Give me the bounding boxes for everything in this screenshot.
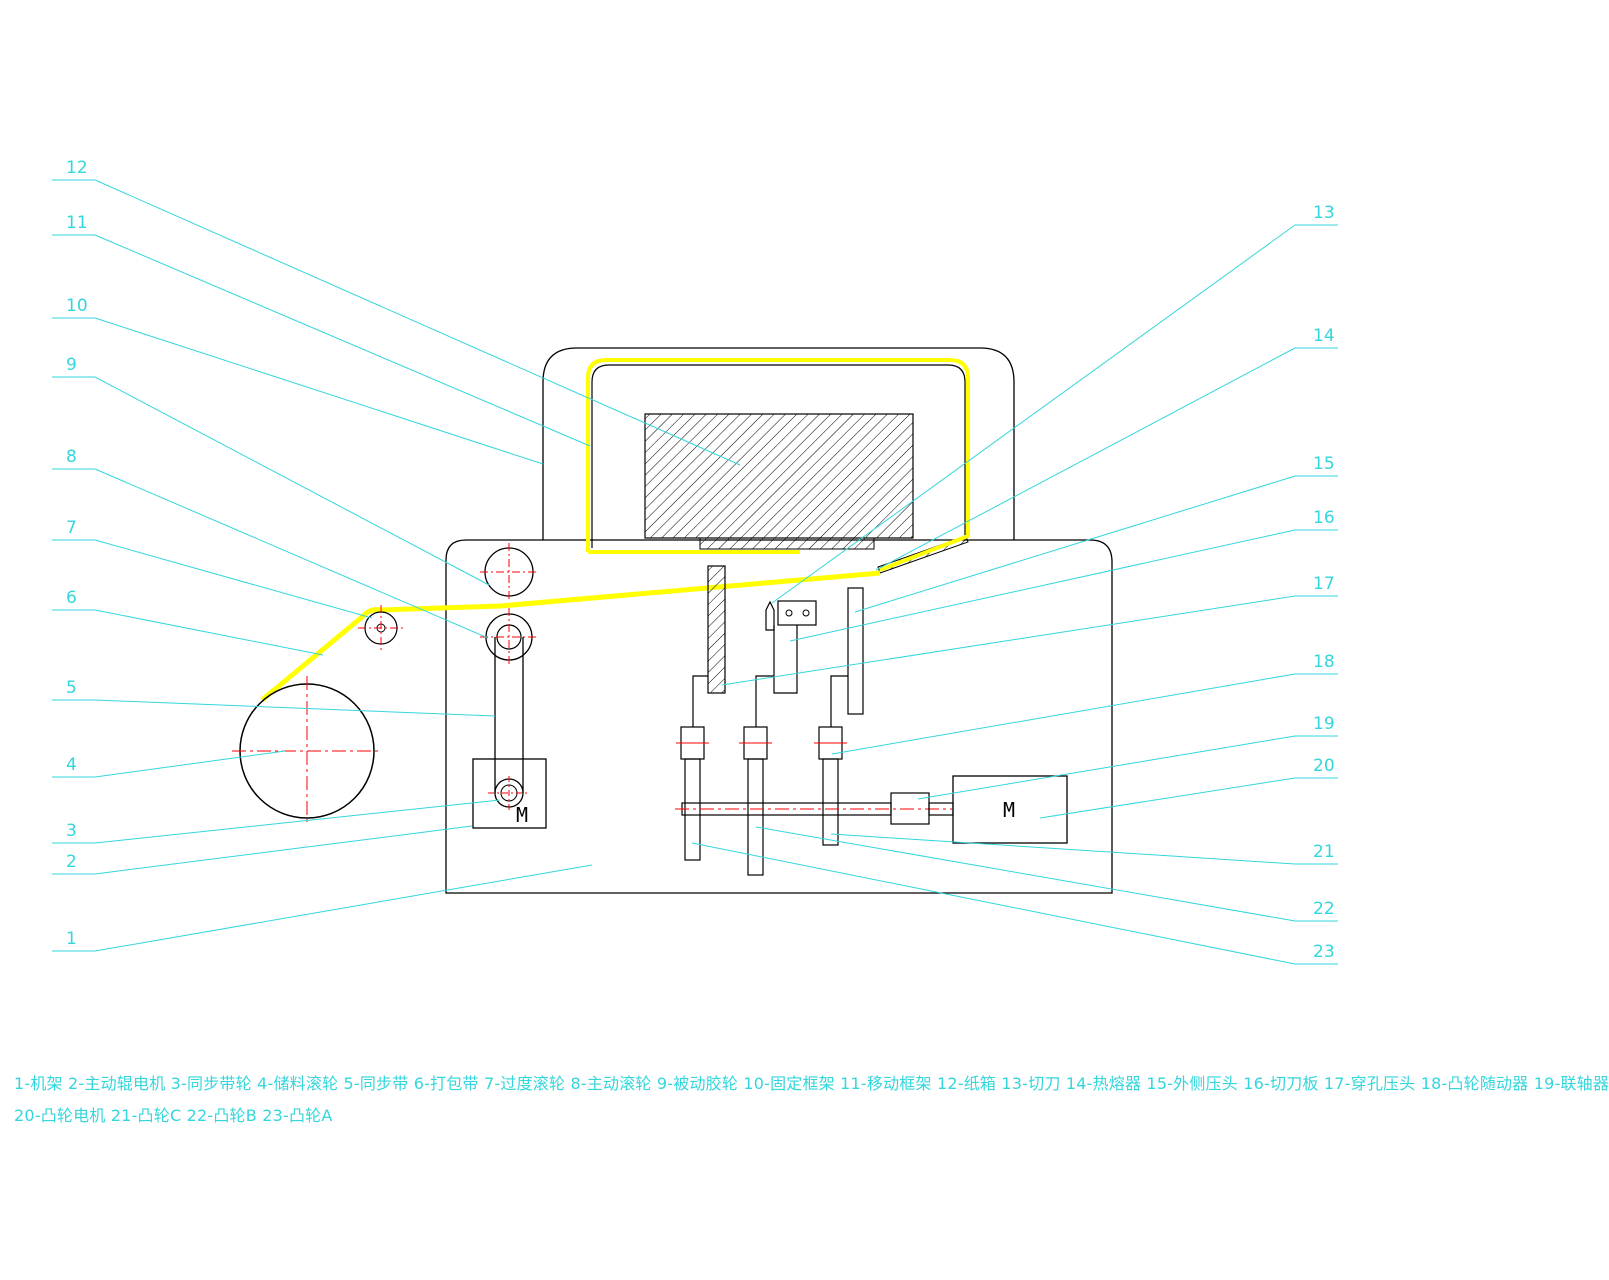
leader-line <box>721 595 1296 686</box>
callout-number: 21 <box>1313 842 1335 862</box>
leader-line <box>854 475 1296 613</box>
callout-8: 8 <box>52 447 489 639</box>
leader-line <box>691 842 1296 965</box>
callout-22: 22 <box>755 826 1338 922</box>
legend-line-1: 1-机架 2-主动辊电机 3-同步带轮 4-储料滚轮 5-同步带 6-打包带 7… <box>14 1074 1609 1093</box>
leader-line <box>94 234 591 447</box>
callout-number: 13 <box>1313 203 1335 223</box>
callout-23: 23 <box>691 842 1338 965</box>
callout-7: 7 <box>52 518 373 619</box>
callout-number: 11 <box>66 213 88 233</box>
leader-line <box>94 750 286 778</box>
callout-number: 23 <box>1313 942 1335 962</box>
callout-9: 9 <box>52 355 490 586</box>
leader-line <box>94 317 544 465</box>
drive-roller-motor <box>472 758 547 829</box>
leader-line <box>94 609 324 656</box>
leader-line <box>917 735 1296 800</box>
callout-12: 12 <box>52 158 741 466</box>
callout-number: 8 <box>66 447 77 467</box>
callout-number: 14 <box>1313 326 1335 346</box>
leader-line <box>755 826 1296 922</box>
callout-number: 19 <box>1313 714 1335 734</box>
callout-number: 17 <box>1313 574 1335 594</box>
callout-13: 13 <box>771 203 1338 604</box>
callout-number: 4 <box>66 755 77 775</box>
callout-number: 15 <box>1313 454 1335 474</box>
callout-number: 5 <box>66 678 77 698</box>
motor-label-right: M <box>1003 798 1015 822</box>
leader-line <box>94 825 473 875</box>
leader-line <box>94 799 501 844</box>
leader-line <box>830 833 1296 865</box>
leader-line <box>875 347 1296 571</box>
callout-number: 16 <box>1313 508 1335 528</box>
callout-number: 1 <box>66 929 77 949</box>
cam-c <box>822 758 839 846</box>
callout-number: 12 <box>66 158 88 178</box>
callout-10: 10 <box>52 296 544 465</box>
perforating-head <box>773 625 798 694</box>
box-base-plate <box>699 537 875 550</box>
fixed-frame <box>542 347 1015 540</box>
callout-18: 18 <box>831 652 1338 755</box>
movable-frame <box>591 364 966 548</box>
leader-line <box>831 673 1296 755</box>
callout-number: 7 <box>66 518 77 538</box>
leader-line <box>1039 777 1296 819</box>
callout-11: 11 <box>52 213 591 447</box>
callout-number: 10 <box>66 296 88 316</box>
leader-line <box>94 864 593 952</box>
callout-number: 9 <box>66 355 77 375</box>
motor-label-left: M <box>516 803 528 827</box>
callout-4: 4 <box>52 750 286 778</box>
callout-21: 21 <box>830 833 1338 865</box>
outer-pressing-head <box>777 600 817 626</box>
packing-strap <box>260 570 881 702</box>
callout-6: 6 <box>52 588 324 656</box>
strap-around-box <box>586 358 970 572</box>
right-press-bar <box>847 587 864 715</box>
leader-line <box>789 529 1296 642</box>
cutter-board <box>707 565 726 694</box>
legend-line-2: 20-凸轮电机 21-凸轮C 22-凸轮B 23-凸轮A <box>14 1106 333 1125</box>
callout-15: 15 <box>854 454 1338 613</box>
callout-5: 5 <box>52 678 496 717</box>
callout-number: 22 <box>1313 899 1335 919</box>
leader-line <box>94 468 489 639</box>
callout-number: 20 <box>1313 756 1335 776</box>
callout-16: 16 <box>789 508 1338 642</box>
callout-number: 2 <box>66 852 77 872</box>
leader-line <box>94 179 741 466</box>
callout-number: 18 <box>1313 652 1335 672</box>
leader-line <box>771 224 1296 604</box>
leader-line <box>94 376 490 586</box>
callout-number: 6 <box>66 588 77 608</box>
leader-line <box>94 539 373 619</box>
cam-motor <box>952 775 1068 844</box>
machine-frame <box>445 539 1113 894</box>
cam-b <box>747 758 764 876</box>
callout-1: 1 <box>52 864 593 952</box>
callout-number: 3 <box>66 821 77 841</box>
callout-20: 20 <box>1039 756 1338 819</box>
callout-3: 3 <box>52 799 501 844</box>
callout-17: 17 <box>721 574 1338 686</box>
callout-19: 19 <box>917 714 1338 800</box>
callout-2: 2 <box>52 825 473 875</box>
leader-line <box>94 699 496 717</box>
carton-box <box>644 413 914 539</box>
cutter <box>765 600 775 631</box>
callout-14: 14 <box>875 326 1338 571</box>
